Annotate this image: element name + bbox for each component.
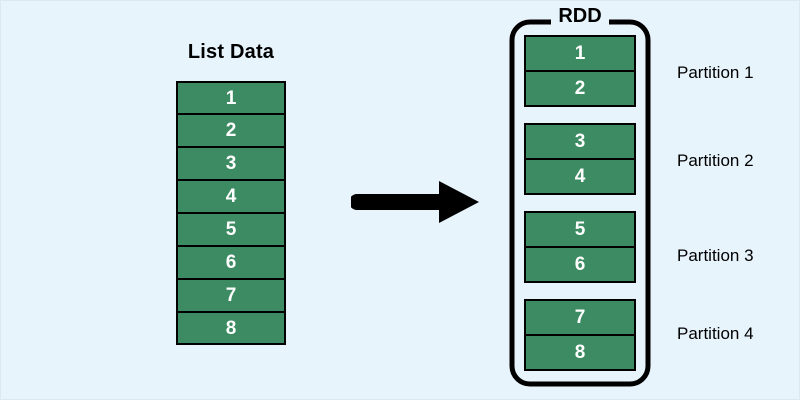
list-data-column: 1 2 3 4 5 6 7 8 <box>176 81 286 345</box>
partition-group: 7 8 <box>524 299 636 371</box>
partition-group: 5 6 <box>524 211 636 283</box>
rdd-title: RDD <box>509 5 651 27</box>
partition-group: 1 2 <box>524 35 636 107</box>
partition-label: Partition 1 <box>677 63 754 82</box>
rdd-container: RDD 1 2 3 4 5 6 7 8 <box>509 5 651 387</box>
partition-item: 5 <box>524 211 636 247</box>
partition-list: 1 2 3 4 5 6 7 8 <box>524 35 636 371</box>
list-item: 5 <box>176 213 286 246</box>
partition-item: 8 <box>524 335 636 371</box>
partition-item: 6 <box>524 247 636 283</box>
list-item: 6 <box>176 246 286 279</box>
partition-label: Partition 2 <box>677 151 754 170</box>
partition-label: Partition 3 <box>677 246 754 265</box>
list-item: 3 <box>176 147 286 180</box>
right-arrow-icon <box>349 179 483 225</box>
list-item: 4 <box>176 180 286 213</box>
rdd-title-text: RDD <box>551 5 609 27</box>
list-data-title: List Data <box>187 41 275 63</box>
list-item: 7 <box>176 279 286 312</box>
partition-item: 7 <box>524 299 636 335</box>
list-item: 8 <box>176 312 286 345</box>
rdd-border <box>509 19 651 387</box>
partition-item: 3 <box>524 123 636 159</box>
partition-label: Partition 4 <box>677 324 754 343</box>
list-item: 1 <box>176 81 286 114</box>
partition-item: 2 <box>524 71 636 107</box>
partition-item: 4 <box>524 159 636 195</box>
list-item: 2 <box>176 114 286 147</box>
partition-group: 3 4 <box>524 123 636 195</box>
partition-item: 1 <box>524 35 636 71</box>
